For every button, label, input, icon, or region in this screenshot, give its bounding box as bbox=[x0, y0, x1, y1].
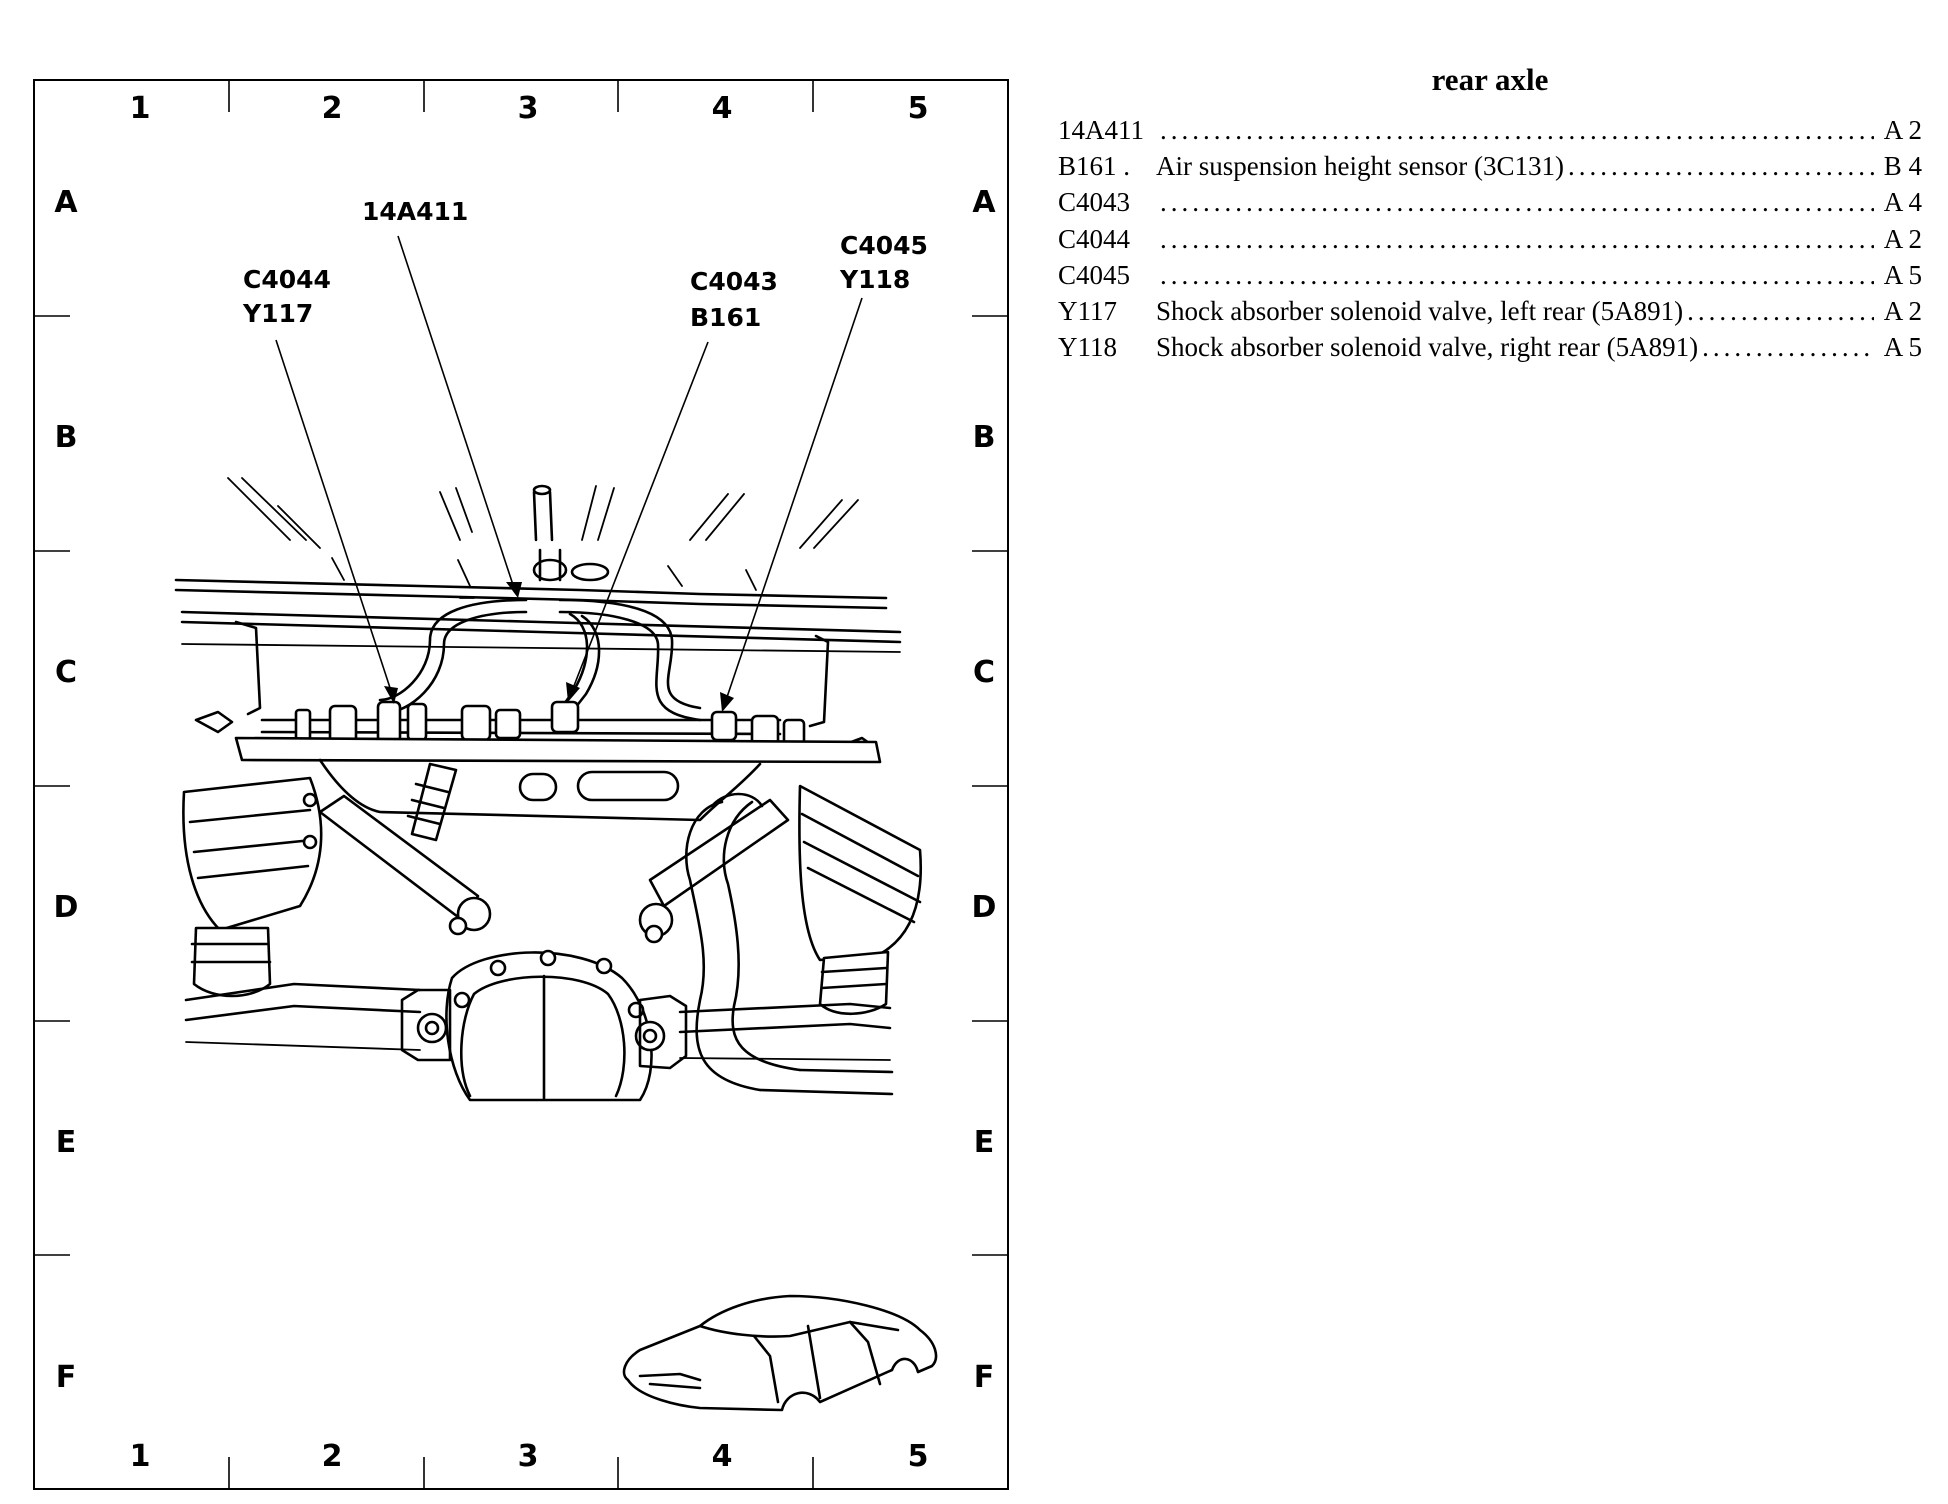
callout-leaders bbox=[275, 235, 863, 712]
frame-rails bbox=[174, 578, 902, 653]
row-label-left: B bbox=[55, 420, 78, 455]
legend-entry: B161 . Air suspension height sensor (3C13… bbox=[1058, 148, 1922, 184]
callout-c4043: C4043 bbox=[690, 267, 778, 296]
legend-description: Shock absorber solenoid valve, right rea… bbox=[1156, 332, 1699, 363]
row-label-left: C bbox=[55, 655, 77, 690]
column-label-top: 3 bbox=[518, 91, 539, 126]
vent-tube bbox=[532, 484, 610, 582]
legend-entry: C4045...................................… bbox=[1058, 257, 1922, 293]
right-air-spring bbox=[798, 784, 922, 1016]
legend-code: C4044 bbox=[1058, 223, 1131, 254]
column-label-bottom: 4 bbox=[712, 1439, 733, 1474]
legend-grid-location: A 2 bbox=[1883, 296, 1922, 327]
legend-leader-dots: ........................................… bbox=[1160, 259, 1874, 290]
column-label-top: 5 bbox=[908, 91, 929, 126]
diagram-frame bbox=[33, 79, 1009, 1490]
row-label-left: E bbox=[56, 1125, 77, 1160]
legend-leader-dots: ........................................… bbox=[1160, 187, 1874, 218]
legend-entry: C4043...................................… bbox=[1058, 184, 1922, 220]
right-bracket bbox=[808, 634, 830, 728]
left-bracket bbox=[234, 620, 262, 716]
column-label-bottom: 3 bbox=[518, 1439, 539, 1474]
column-label-top: 1 bbox=[130, 91, 151, 126]
row-label-right: A bbox=[972, 185, 996, 220]
row-label-left: F bbox=[56, 1360, 77, 1395]
callout-14a411: 14A411 bbox=[362, 197, 468, 226]
legend-grid-location: A 2 bbox=[1883, 223, 1922, 254]
row-label-right: D bbox=[972, 890, 997, 925]
row-label-right: F bbox=[974, 1360, 995, 1395]
legend-title: rear axle bbox=[1431, 62, 1549, 97]
legend-leader-dots: ........................................… bbox=[1702, 332, 1874, 363]
exhaust-pipe bbox=[685, 792, 894, 1096]
legend-leader-dots: ........................................… bbox=[1160, 223, 1874, 254]
axle-housing bbox=[184, 982, 892, 1061]
control-arms bbox=[318, 794, 790, 944]
column-label-bottom: 1 bbox=[130, 1439, 151, 1474]
grid-ticks bbox=[34, 80, 1008, 1489]
column-label-top: 4 bbox=[712, 91, 733, 126]
legend-entry: Y117 Shock absorber solenoid valve, left … bbox=[1058, 293, 1922, 329]
row-label-left: D bbox=[54, 890, 79, 925]
differential bbox=[400, 949, 688, 1102]
callout-y118: Y118 bbox=[839, 265, 910, 294]
legend-grid-location: A 4 bbox=[1883, 187, 1922, 218]
legend-entry: Y118 Shock absorber solenoid valve, right… bbox=[1058, 329, 1922, 365]
legend-code: C4043 bbox=[1058, 187, 1131, 218]
legend-entry: 14A411..................................… bbox=[1058, 112, 1922, 148]
legend-grid-location: A 2 bbox=[1883, 115, 1922, 145]
rear-axle-illustration bbox=[174, 477, 922, 1102]
legend-leader-dots: ........................................… bbox=[1567, 151, 1874, 182]
wiring-harness bbox=[378, 598, 702, 722]
legend-entry: C4044...................................… bbox=[1058, 221, 1922, 257]
legend-grid-location: B 4 bbox=[1883, 151, 1922, 182]
legend-code: Y117 bbox=[1058, 296, 1117, 327]
callout-y117: Y117 bbox=[242, 299, 313, 328]
callout-c4045: C4045 bbox=[840, 231, 928, 260]
callout-b161: B161 bbox=[690, 303, 761, 332]
legend-code: 14A411 bbox=[1058, 115, 1144, 145]
lower-cross-beam bbox=[234, 736, 882, 822]
legend-description: Shock absorber solenoid valve, left rear… bbox=[1156, 296, 1684, 327]
left-air-spring bbox=[182, 776, 323, 998]
legend-grid-location: A 5 bbox=[1883, 332, 1922, 363]
legend-grid-location: A 5 bbox=[1883, 259, 1922, 290]
legend-code: C4045 bbox=[1058, 259, 1131, 290]
column-label-top: 2 bbox=[322, 91, 343, 126]
legend-description: Air suspension height sensor (3C131) bbox=[1156, 151, 1564, 182]
row-label-right: C bbox=[973, 655, 995, 690]
legend-code: Y118 bbox=[1058, 332, 1117, 363]
component-legend: rear axle 14A411........................… bbox=[1058, 62, 1922, 365]
row-label-right: E bbox=[974, 1125, 995, 1160]
legend-leader-dots: ........................................… bbox=[1687, 296, 1874, 327]
left-shock-absorber bbox=[406, 762, 458, 842]
legend-code: B161 . bbox=[1058, 151, 1131, 182]
column-label-bottom: 2 bbox=[322, 1439, 343, 1474]
row-label-left: A bbox=[54, 185, 78, 220]
legend-list: 14A411..................................… bbox=[1058, 112, 1922, 365]
legend-leader-dots: ........................................… bbox=[1160, 115, 1874, 145]
row-label-right: B bbox=[973, 420, 996, 455]
callout-c4044: C4044 bbox=[243, 265, 331, 294]
vehicle-location-icon bbox=[622, 1294, 938, 1412]
column-label-bottom: 5 bbox=[908, 1439, 929, 1474]
